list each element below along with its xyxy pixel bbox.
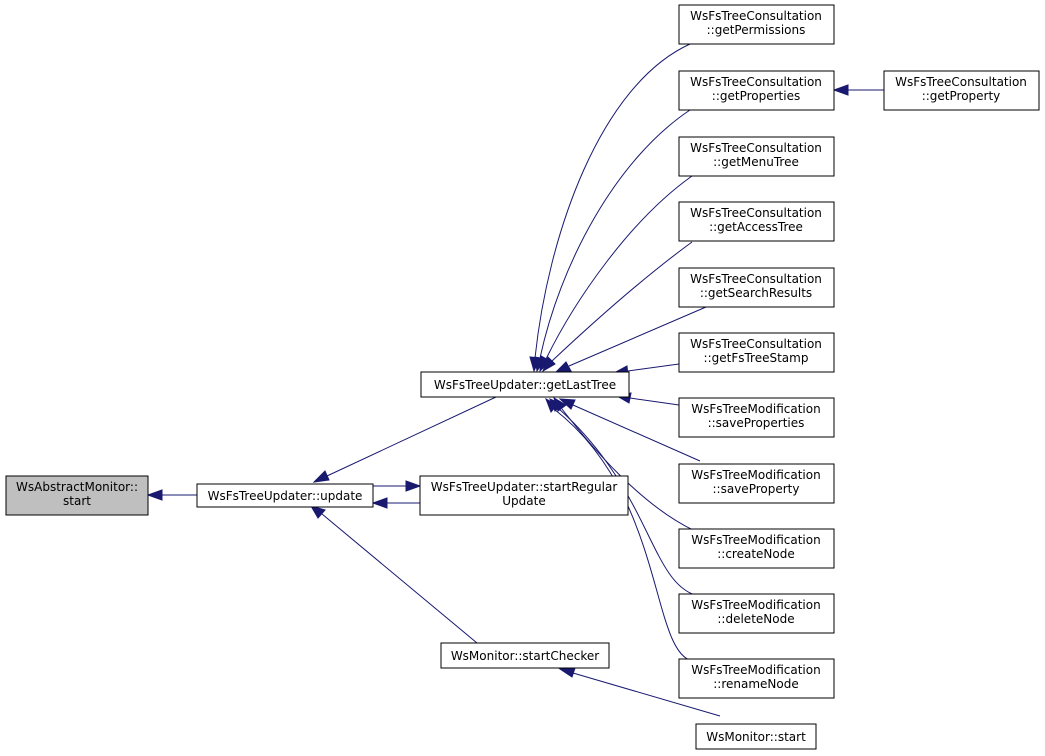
arrowhead-icon — [309, 505, 326, 519]
node-monitor-start[interactable]: WsMonitor::start — [695, 723, 817, 750]
node-modif-rename-node[interactable]: WsFsTreeModification ::renameNode — [678, 658, 835, 699]
arrowhead-icon — [832, 84, 849, 96]
node-label-line1: WsFsTreeUpdater::startRegular — [431, 480, 618, 494]
node-label-line1: WsFsTreeConsultation — [895, 75, 1027, 89]
node-consult-get-access-tree[interactable]: WsFsTreeConsultation ::getAccessTree — [678, 201, 835, 242]
node-modif-save-property[interactable]: WsFsTreeModification ::saveProperty — [678, 463, 835, 504]
node-consult-get-menu-tree[interactable]: WsFsTreeConsultation ::getMenuTree — [678, 136, 835, 177]
node-label-line1: WsMonitor::start — [706, 730, 806, 744]
node-ws-abstract-monitor-start[interactable]: WsAbstractMonitor:: start — [5, 475, 149, 516]
edge-get-fs-tree-stamp-to-get-last-tree — [627, 363, 680, 372]
node-label-line2: ::createNode — [717, 547, 795, 561]
node-label-line1: WsFsTreeConsultation — [690, 141, 822, 155]
node-modif-create-node[interactable]: WsFsTreeModification ::createNode — [678, 528, 835, 569]
node-label-line2: ::getProperties — [712, 89, 800, 103]
node-label-line2: ::getMenuTree — [713, 155, 799, 169]
node-label-line2: ::saveProperty — [713, 482, 800, 496]
node-consult-get-property[interactable]: WsFsTreeConsultation ::getProperty — [883, 70, 1040, 111]
node-label-line2: ::getFsTreeStamp — [704, 351, 809, 365]
node-label-line1: WsFsTreeUpdater::update — [208, 489, 363, 503]
node-updater-get-last-tree[interactable]: WsFsTreeUpdater::getLastTree — [420, 371, 630, 398]
node-label-line2: ::getPermissions — [707, 23, 806, 37]
node-label-line2: ::deleteNode — [717, 612, 794, 626]
node-consult-get-fs-tree-stamp[interactable]: WsFsTreeConsultation ::getFsTreeStamp — [678, 332, 835, 373]
arrowhead-icon — [542, 356, 556, 373]
node-label-line1: WsFsTreeConsultation — [690, 337, 822, 351]
node-label-line1: WsFsTreeConsultation — [690, 9, 822, 23]
node-updater-update[interactable]: WsFsTreeUpdater::update — [196, 483, 374, 508]
edge-get-permissions-to-get-last-tree — [534, 43, 691, 359]
node-label-line2: ::saveProperties — [708, 416, 805, 430]
edge-get-menu-tree-to-get-last-tree — [545, 175, 693, 360]
edge-get-search-results-to-get-last-tree — [568, 306, 707, 367]
node-label-line1: WsFsTreeConsultation — [690, 206, 822, 220]
node-consult-get-search-results[interactable]: WsFsTreeConsultation ::getSearchResults — [678, 267, 835, 308]
edge-delete-node-to-get-last-tree — [557, 407, 696, 596]
arrowhead-icon — [545, 397, 558, 413]
edge-save-properties-to-get-last-tree — [629, 397, 680, 406]
node-label-line1: WsFsTreeModification — [691, 468, 820, 482]
node-label-line1: WsMonitor::startChecker — [451, 649, 599, 663]
node-updater-start-regular-update[interactable]: WsFsTreeUpdater::startRegular Update — [419, 475, 629, 516]
call-nodes: WsAbstractMonitor:: start WsFsTreeUpdate… — [5, 4, 1040, 750]
node-label-line2: ::renameNode — [713, 677, 799, 691]
node-label-line1: WsFsTreeModification — [691, 533, 820, 547]
node-label-line1: WsFsTreeUpdater::getLastTree — [434, 378, 616, 392]
node-consult-get-permissions[interactable]: WsFsTreeConsultation ::getPermissions — [678, 4, 835, 45]
node-label-line1: WsFsTreeModification — [691, 402, 820, 416]
arrowhead-icon — [554, 361, 572, 373]
node-label-line2: ::getProperty — [922, 89, 1001, 103]
node-label-line2: ::getAccessTree — [709, 220, 803, 234]
node-label-line2: start — [63, 494, 91, 508]
node-label-line1: WsFsTreeModification — [691, 663, 820, 677]
edge-monitor-start-to-start-checker — [572, 672, 721, 717]
node-label-line1: WsFsTreeConsultation — [690, 272, 822, 286]
edge-get-properties-to-get-last-tree — [539, 109, 691, 359]
edge-rename-node-to-get-last-tree — [553, 408, 693, 662]
node-label-line1: WsFsTreeConsultation — [690, 75, 822, 89]
arrowhead-icon — [405, 480, 422, 492]
node-label-line1: WsAbstractMonitor:: — [16, 480, 138, 494]
arrowhead-icon — [146, 489, 163, 501]
arrowhead-icon — [558, 667, 576, 678]
edge-start-checker-to-update — [321, 513, 478, 644]
node-consult-get-properties[interactable]: WsFsTreeConsultation ::getProperties — [678, 70, 835, 111]
node-modif-delete-node[interactable]: WsFsTreeModification ::deleteNode — [678, 593, 835, 634]
node-monitor-start-checker[interactable]: WsMonitor::startChecker — [440, 642, 610, 669]
edge-save-property-to-get-last-tree — [572, 404, 701, 462]
arrowhead-icon — [371, 497, 388, 509]
arrowhead-icon — [312, 470, 330, 483]
arrowhead-icon — [558, 398, 576, 410]
edge-get-last-tree-to-update — [326, 396, 497, 477]
node-label-line2: Update — [502, 494, 545, 508]
node-modif-save-properties[interactable]: WsFsTreeModification ::saveProperties — [678, 397, 835, 438]
call-edges — [146, 43, 884, 717]
node-label-line2: ::getSearchResults — [700, 286, 812, 300]
node-label-line1: WsFsTreeModification — [691, 598, 820, 612]
edge-get-access-tree-to-get-last-tree — [551, 241, 693, 362]
